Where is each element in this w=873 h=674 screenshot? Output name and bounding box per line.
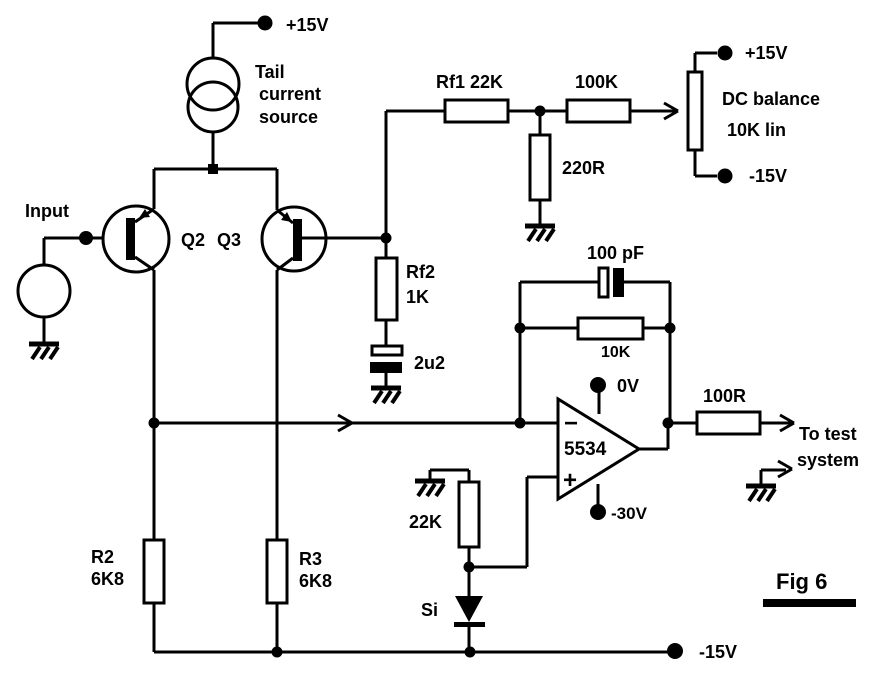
tail-source-label-3: source bbox=[259, 107, 318, 127]
q2-label: Q2 bbox=[181, 230, 205, 250]
opamp-neg-rail-label: -30V bbox=[611, 504, 648, 523]
rf2-name-label: Rf2 bbox=[406, 262, 435, 282]
transistor-q3 bbox=[260, 205, 386, 273]
resistor-220r bbox=[525, 111, 555, 241]
signal-wire bbox=[148, 270, 558, 540]
r220-label: 220R bbox=[562, 158, 605, 178]
pot-neg-supply-label: -15V bbox=[749, 166, 787, 186]
diode-label: Si bbox=[421, 600, 438, 620]
emitter-arrow-icon bbox=[139, 209, 150, 218]
to-test-label-2: system bbox=[797, 450, 859, 470]
opamp-part-label: 5534 bbox=[564, 439, 607, 460]
caption-underline bbox=[763, 599, 856, 607]
feedback-network bbox=[514, 266, 676, 423]
tail-source-label-2: current bbox=[259, 84, 321, 104]
r3-value-label: 6K8 bbox=[299, 571, 332, 591]
c2u2-label: 2u2 bbox=[414, 353, 445, 373]
resistor-r2 bbox=[142, 538, 166, 605]
figure-caption: Fig 6 bbox=[776, 569, 827, 594]
resistor-rf1 bbox=[443, 98, 567, 124]
positive-supply-top bbox=[213, 15, 273, 31]
collector-loads bbox=[142, 538, 289, 652]
input-label: Input bbox=[25, 201, 69, 221]
test-system-ground bbox=[746, 459, 794, 501]
emitter-arrow-icon bbox=[281, 212, 292, 222]
junction-dot bbox=[514, 322, 526, 334]
opamp-inverting-label: − bbox=[564, 410, 578, 437]
resistor-r3 bbox=[265, 538, 289, 605]
rail-neg-supply-label: -15V bbox=[699, 642, 737, 662]
junction-dot bbox=[79, 231, 93, 245]
terminal-dot bbox=[590, 377, 606, 393]
to-test-label-1: To test bbox=[799, 424, 857, 444]
q3-label: Q3 bbox=[217, 230, 241, 250]
junction-dot bbox=[148, 417, 160, 429]
c100pf-label: 100 pF bbox=[587, 243, 644, 263]
signal-source-icon bbox=[16, 263, 72, 319]
junction-dot bbox=[664, 322, 676, 334]
feedback-node-wires bbox=[380, 109, 445, 244]
ground-icon bbox=[525, 226, 555, 241]
tail-source-label-1: Tail bbox=[255, 62, 285, 82]
tail-current-source bbox=[152, 23, 279, 210]
resistor-22k bbox=[457, 480, 481, 549]
r100k-label: 100K bbox=[575, 72, 618, 92]
resistor-100r bbox=[695, 410, 762, 436]
ground-icon bbox=[29, 344, 59, 359]
ground-icon bbox=[746, 486, 776, 501]
capacitor-2u2 bbox=[370, 344, 404, 403]
diode-si bbox=[454, 567, 485, 652]
capacitor-100pf bbox=[597, 266, 624, 299]
r22k-label: 22K bbox=[409, 512, 442, 532]
junction-dot bbox=[271, 646, 283, 658]
resistor-100k bbox=[565, 98, 680, 124]
terminal-dot bbox=[257, 15, 273, 31]
r3-name-label: R3 bbox=[299, 549, 322, 569]
terminal-dot bbox=[717, 168, 733, 184]
opamp-pos-rail-label: 0V bbox=[617, 376, 639, 396]
resistor-10k bbox=[576, 316, 645, 341]
rf1-label: Rf1 22K bbox=[436, 72, 503, 92]
rf2-value-label: 1K bbox=[406, 287, 429, 307]
ground-icon bbox=[415, 481, 445, 496]
bias-network bbox=[415, 468, 558, 652]
r10k-label: 10K bbox=[601, 344, 631, 361]
terminal-dot bbox=[717, 45, 733, 61]
terminal-dot bbox=[590, 504, 606, 520]
resistor-rf2 bbox=[374, 238, 399, 346]
ground-icon bbox=[371, 388, 401, 403]
dc-balance-pot bbox=[686, 45, 733, 184]
r2-value-label: 6K8 bbox=[91, 569, 124, 589]
pot-name-label: DC balance bbox=[722, 89, 820, 109]
transistor-q2 bbox=[101, 204, 171, 274]
r100r-label: 100R bbox=[703, 386, 746, 406]
negative-rail bbox=[154, 643, 683, 659]
input-source bbox=[16, 231, 126, 359]
output-wires bbox=[639, 410, 796, 451]
opamp-noninverting-label: + bbox=[563, 467, 577, 494]
r2-name-label: R2 bbox=[91, 547, 114, 567]
pot-value-label: 10K lin bbox=[727, 120, 786, 140]
terminal-dot bbox=[667, 643, 683, 659]
opamp-5534 bbox=[556, 377, 642, 520]
pot-pos-supply-label: +15V bbox=[745, 43, 788, 63]
junction-dot bbox=[208, 164, 218, 174]
supply-label-top-pos: +15V bbox=[286, 15, 329, 35]
junction-dot bbox=[464, 646, 476, 658]
